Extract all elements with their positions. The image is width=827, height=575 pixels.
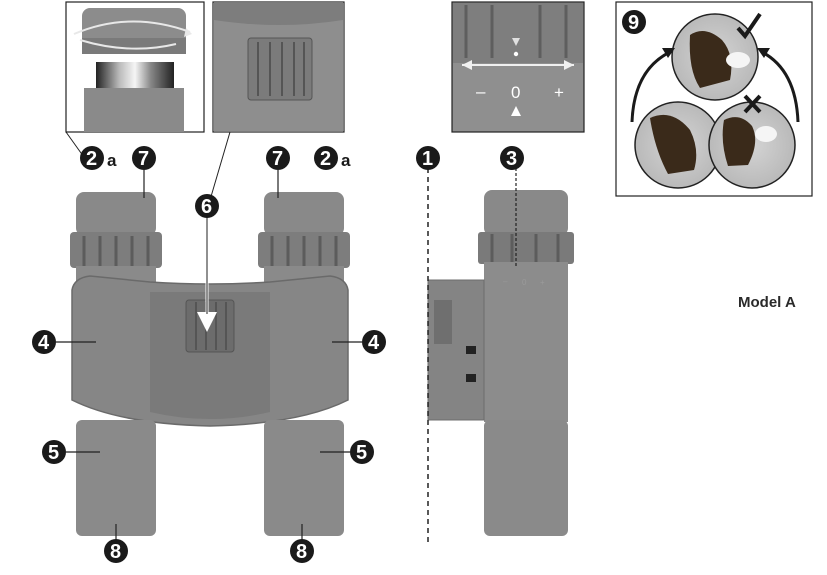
- binocular-front-view: [70, 192, 350, 536]
- callout-3: [500, 146, 524, 170]
- eagle-icon: [689, 31, 732, 88]
- eagle-icon-left: [650, 114, 697, 174]
- callout-2a-right: [314, 146, 338, 170]
- callout-8-right: [290, 539, 314, 563]
- inset-focus-wheel-panel: [212, 1, 345, 133]
- svg-text:0: 0: [522, 278, 527, 287]
- diopter-minus-label: –: [476, 82, 486, 101]
- callout-4-left: [32, 330, 56, 354]
- callout-6: [195, 194, 219, 218]
- callout-2a-left: [80, 146, 104, 170]
- callout-4-left-text: 4: [38, 332, 50, 354]
- callout-9-text: 9: [628, 12, 639, 34]
- callout-4-right-text: 4: [368, 332, 380, 354]
- callout-8-right-text: 8: [296, 541, 307, 563]
- callout-7-right: [266, 146, 290, 170]
- binocular-side-view: – 0 +: [427, 168, 574, 536]
- callout-2a-right-suffix: a: [341, 151, 351, 170]
- model-label: Model A: [738, 294, 796, 311]
- callout-5-left: [42, 440, 66, 464]
- callout-4-right: [362, 330, 386, 354]
- cross-mark-icon: [743, 94, 762, 114]
- callout-1: [416, 146, 440, 170]
- callout-9: [622, 10, 646, 34]
- callout-5-right-text: 5: [356, 442, 367, 464]
- svg-text:–: –: [503, 277, 508, 286]
- diopter-zero-label: 0: [511, 83, 520, 102]
- inset-eyepiece-panel: [65, 1, 205, 133]
- callout-5-left-text: 5: [48, 442, 59, 464]
- callout-2a-left-suffix: a: [107, 151, 117, 170]
- callout-5-right: [350, 440, 374, 464]
- callout-markers: 2 a 7 7 2 a 6 4 4 5 5 8 8 1 3: [32, 146, 524, 563]
- inset-diopter-panel: – 0 +: [451, 1, 585, 133]
- callout-8-left-text: 8: [110, 541, 121, 563]
- callout-7-left: [132, 146, 156, 170]
- eagle-icon-right: [722, 117, 756, 166]
- callout-3-text: 3: [506, 148, 517, 170]
- leader-lines: [56, 170, 362, 540]
- callout-2a-right-text: 2: [320, 148, 331, 170]
- callout-6-text: 6: [201, 196, 212, 218]
- diopter-plus-label: +: [554, 83, 564, 102]
- callout-8-left: [104, 539, 128, 563]
- callout-7-left-text: 7: [138, 148, 149, 170]
- svg-text:+: +: [540, 278, 545, 287]
- check-mark-icon: [736, 12, 762, 40]
- callout-1-text: 1: [422, 148, 433, 170]
- callout-2a-left-text: 2: [86, 148, 97, 170]
- callout-7-right-text: 7: [272, 148, 283, 170]
- inset-alignment-panel: 9: [615, 1, 813, 197]
